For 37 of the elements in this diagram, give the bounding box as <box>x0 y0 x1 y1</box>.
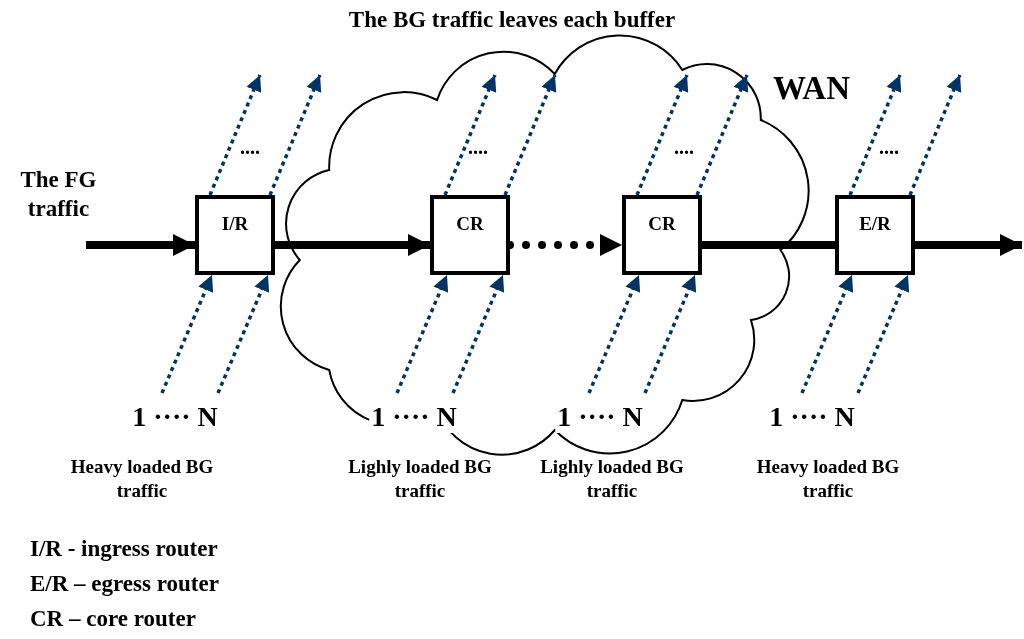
arrow <box>908 74 962 196</box>
traffic-caption: Lighly loaded BG traffic <box>539 455 685 503</box>
arrow <box>451 274 505 394</box>
arrow <box>395 274 449 394</box>
traffic-caption: Heavy loaded BG traffic <box>755 455 901 503</box>
arrow <box>800 274 854 394</box>
legend-entry: I/R - ingress router <box>30 535 218 563</box>
arrow <box>208 74 262 196</box>
arrow <box>915 234 1022 256</box>
arrow <box>160 274 214 394</box>
arrow <box>695 74 749 196</box>
diagram-title: The BG traffic leaves each buffer <box>347 6 677 34</box>
traffic-caption: Heavy loaded BG traffic <box>69 455 215 503</box>
arrow <box>848 74 902 196</box>
ellipsis-mark: .... <box>468 135 488 160</box>
connector-line <box>702 241 835 249</box>
ellipsis-mark: .... <box>240 135 260 160</box>
router-box: CR <box>622 195 702 275</box>
arrow <box>856 274 910 394</box>
arrow <box>587 274 641 394</box>
arrow <box>275 234 430 256</box>
legend-entry: E/R – egress router <box>30 570 219 598</box>
traffic-caption: Lighly loaded BG traffic <box>347 455 493 503</box>
ellipsis-mark: .... <box>674 135 694 160</box>
arrow <box>503 74 557 196</box>
arrow <box>443 74 497 196</box>
router-box: E/R <box>835 195 915 275</box>
arrow <box>643 274 697 394</box>
ellipsis-mark: .... <box>879 135 899 160</box>
router-box: CR <box>430 195 510 275</box>
arrow <box>268 74 322 196</box>
cloud-label: WAN <box>773 69 850 108</box>
legend-entry: CR – core router <box>30 605 196 633</box>
router-box: I/R <box>195 195 275 275</box>
arrow <box>635 74 689 196</box>
arrow <box>216 274 270 394</box>
source-label: The FG traffic <box>6 166 111 224</box>
